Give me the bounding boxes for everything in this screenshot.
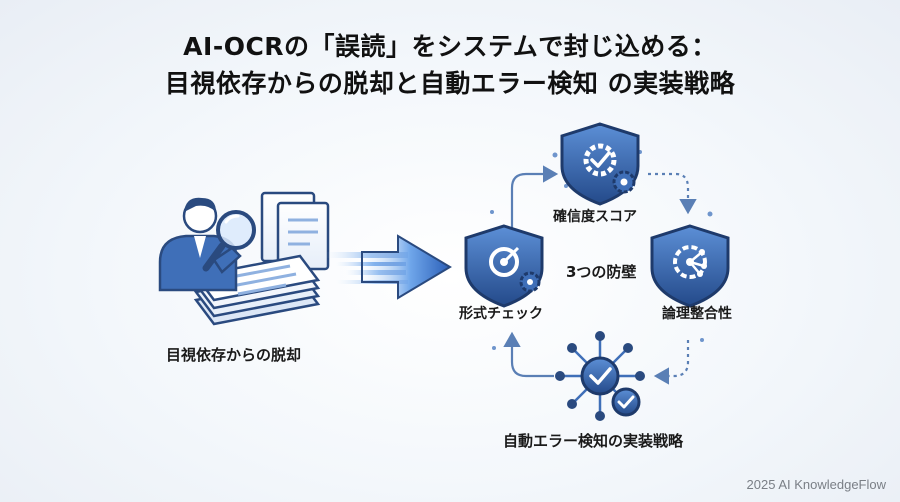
page-title: AI-OCRの「誤読」をシステムで封じ込める： 目視依存からの脱却と自動エラー検… [0,28,900,102]
title-line-1: AI-OCRの「誤読」をシステムで封じ込める： [183,32,717,61]
shield-target-icon-left [464,224,544,308]
cycle-label-right: 論理整合性 [662,306,732,322]
flow-arrow-icon [326,234,452,300]
shield-gear-check-icon-top [560,122,640,206]
footer-credit: 2025 AI KnowledgeFlow [746,477,886,492]
shield-network-icon-right [650,224,730,308]
cycle-label-top: 確信度スコア [553,209,637,225]
cycle-center-label: 3つの防壁 [566,263,637,281]
cycle-label-bottom: 自動エラー検知の実装戦略 [503,432,684,450]
magnifier-icon [202,210,256,272]
left-caption: 目視依存からの脱却 [166,346,302,364]
hub-check-icon-bottom [555,331,645,421]
title-line-2: 目視依存からの脱却と自動エラー検知 の実装戦略 [164,69,736,98]
cycle-label-left: 形式チェック [459,306,543,322]
cycle-connectors [503,165,697,385]
